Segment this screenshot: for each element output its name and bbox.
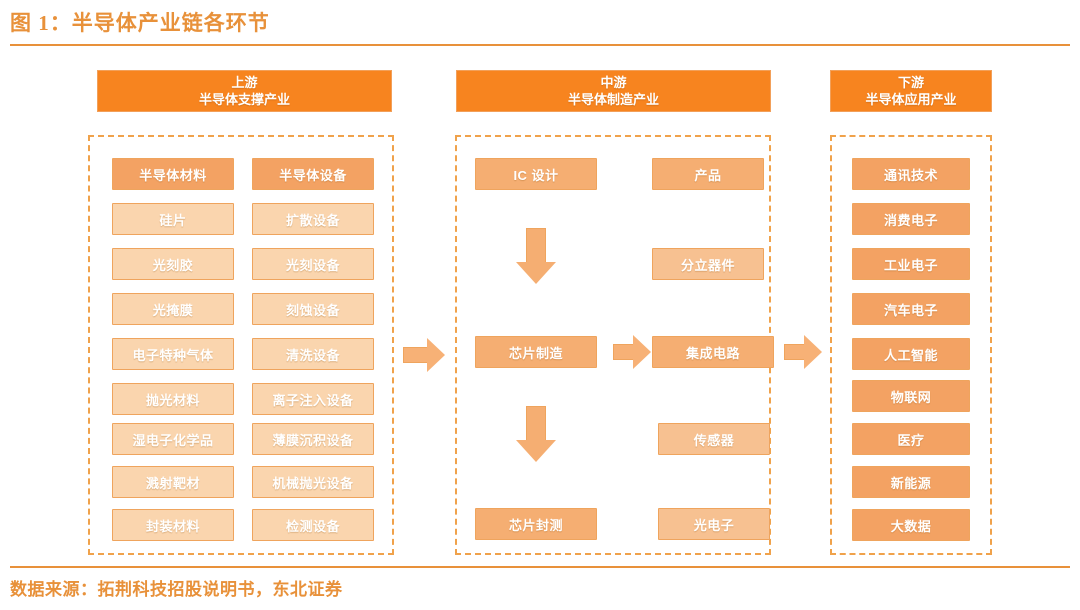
upstream-materials-item-6[interactable]: 溅射靶材: [112, 466, 234, 498]
downstream-item-6[interactable]: 医疗: [852, 423, 970, 455]
upstream-equipment-item-1[interactable]: 光刻设备: [252, 248, 374, 280]
midstream-product-1[interactable]: 集成电路: [652, 336, 774, 368]
upstream-equipment-item-0[interactable]: 扩散设备: [252, 203, 374, 235]
midstream-product-3[interactable]: 光电子: [658, 508, 770, 540]
downstream-item-8[interactable]: 大数据: [852, 509, 970, 541]
upstream-title-line2: 半导体支撑产业: [198, 92, 290, 107]
upstream-materials-item-1[interactable]: 光刻胶: [112, 248, 234, 280]
upstream-materials-item-5[interactable]: 湿电子化学品: [112, 423, 234, 455]
upstream-materials-item-3[interactable]: 电子特种气体: [112, 338, 234, 370]
upstream-equipment-item-6[interactable]: 机械抛光设备: [252, 466, 374, 498]
upstream-materials-head[interactable]: 半导体材料: [112, 158, 234, 190]
upstream-equipment-item-7[interactable]: 检测设备: [252, 509, 374, 541]
footer-divider: [10, 566, 1070, 568]
page-title: 图 1：半导体产业链各环节: [10, 11, 270, 35]
figure-title-bar: 图 1：半导体产业链各环节: [10, 6, 1070, 46]
arrow-right-icon-upstream-to-midstream: [403, 338, 447, 372]
upstream-equipment-item-3[interactable]: 清洗设备: [252, 338, 374, 370]
downstream-frame: [830, 135, 992, 555]
arrow-right-icon-ic-to-downstream: [784, 335, 824, 369]
upstream-materials-item-2[interactable]: 光掩膜: [112, 293, 234, 325]
section-header-upstream: 上游 半导体支撑产业: [97, 70, 392, 112]
midstream-title-line2: 半导体制造产业: [567, 92, 659, 107]
upstream-equipment-item-4[interactable]: 离子注入设备: [252, 383, 374, 415]
upstream-frame: [88, 135, 394, 555]
arrow-down-icon-design-to-fab: [516, 228, 556, 286]
midstream-product-2[interactable]: 传感器: [658, 423, 770, 455]
source-note: 数据来源：拓荆科技招股说明书，东北证券: [10, 580, 343, 599]
upstream-materials-item-0[interactable]: 硅片: [112, 203, 234, 235]
downstream-title-line1: 下游: [897, 75, 924, 90]
arrow-right-icon-fab-to-ic: [613, 335, 653, 369]
section-header-downstream: 下游 半导体应用产业: [830, 70, 992, 112]
upstream-equipment-head[interactable]: 半导体设备: [252, 158, 374, 190]
downstream-title-line2: 半导体应用产业: [865, 92, 957, 107]
title-divider: [10, 44, 1070, 46]
section-header-midstream: 中游 半导体制造产业: [456, 70, 771, 112]
upstream-title-line1: 上游: [231, 75, 258, 90]
downstream-item-5[interactable]: 物联网: [852, 380, 970, 412]
downstream-item-0[interactable]: 通讯技术: [852, 158, 970, 190]
midstream-process-1[interactable]: 芯片制造: [475, 336, 597, 368]
midstream-process-0[interactable]: IC 设计: [475, 158, 597, 190]
downstream-item-1[interactable]: 消费电子: [852, 203, 970, 235]
midstream-product-0[interactable]: 分立器件: [652, 248, 764, 280]
arrow-down-icon-fab-to-package: [516, 406, 556, 464]
midstream-title-line1: 中游: [600, 75, 627, 90]
upstream-equipment-item-2[interactable]: 刻蚀设备: [252, 293, 374, 325]
downstream-item-2[interactable]: 工业电子: [852, 248, 970, 280]
downstream-item-4[interactable]: 人工智能: [852, 338, 970, 370]
upstream-materials-item-4[interactable]: 抛光材料: [112, 383, 234, 415]
midstream-products-head[interactable]: 产品: [652, 158, 764, 190]
downstream-item-3[interactable]: 汽车电子: [852, 293, 970, 325]
downstream-item-7[interactable]: 新能源: [852, 466, 970, 498]
upstream-equipment-item-5[interactable]: 薄膜沉积设备: [252, 423, 374, 455]
upstream-materials-item-7[interactable]: 封装材料: [112, 509, 234, 541]
midstream-process-2[interactable]: 芯片封测: [475, 508, 597, 540]
